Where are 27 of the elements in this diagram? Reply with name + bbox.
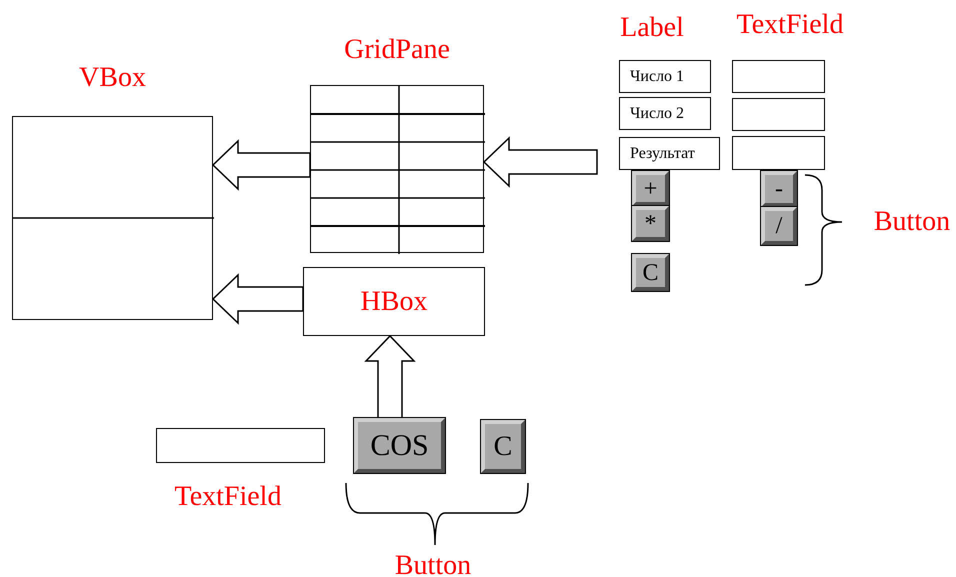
key-button: / [761,207,797,245]
hbox-panel [303,267,485,336]
block-arrow [364,334,416,419]
input-field [156,428,325,463]
key-button: * [632,206,669,241]
panel-title: HBox [360,286,428,318]
panel-title: GridPane [344,34,450,66]
input-field [732,60,825,93]
block-arrow [212,139,311,191]
text-label: Число 1 [619,60,711,93]
text-label: Число 2 [619,97,711,130]
component-caption: TextField [174,481,282,513]
key-button: C [632,254,669,291]
key-button: COS [354,418,445,473]
component-caption: TextField [736,9,844,41]
component-caption: Button [874,206,950,238]
component-caption: Button [394,550,472,577]
text-label: Результат [619,137,720,170]
panel-title: VBox [79,62,146,94]
key-button: C [481,420,525,473]
block-arrow [212,273,304,325]
key-button: - [761,171,797,207]
block-arrow [482,136,598,188]
key-button: + [632,171,669,206]
input-field [732,98,825,131]
input-field [732,136,825,170]
component-caption: Label [620,12,684,44]
